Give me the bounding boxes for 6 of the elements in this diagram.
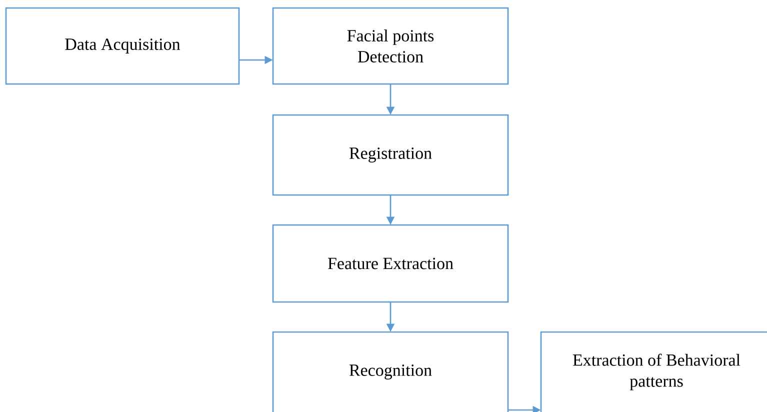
process-box: Feature Extraction bbox=[272, 224, 509, 303]
process-box: Registration bbox=[272, 114, 509, 196]
process-box: Extraction of Behavioral patterns bbox=[540, 331, 767, 412]
process-box: Data Acquisition bbox=[5, 7, 240, 85]
process-box: Recognition bbox=[272, 331, 509, 412]
process-box: Facial points Detection bbox=[272, 7, 509, 85]
